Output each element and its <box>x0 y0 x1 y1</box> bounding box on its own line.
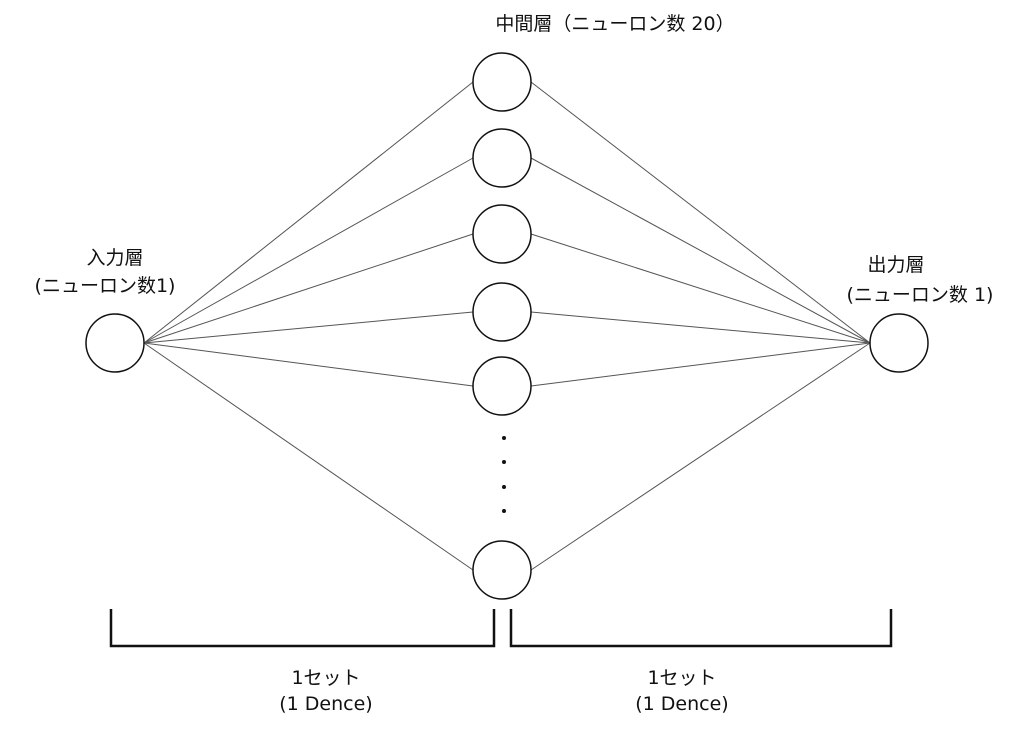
set-1-sublabel: (1 Dence) <box>279 693 373 715</box>
input-to-hidden-edge <box>143 311 474 344</box>
connections <box>143 81 871 571</box>
input-to-hidden-edge <box>143 342 474 387</box>
hidden-neuron <box>472 52 532 112</box>
set-2-sublabel: (1 Dence) <box>635 693 729 715</box>
hidden-to-output-edge <box>530 311 871 344</box>
ellipsis-dot <box>502 460 506 464</box>
hidden-neuron <box>472 204 532 264</box>
hidden-to-output-edge <box>530 342 871 387</box>
hidden-to-output-edge <box>530 342 871 571</box>
input-layer-neuron-count: (ニューロン数1) <box>34 275 176 297</box>
hidden-layer-ellipsis <box>502 436 506 513</box>
brackets <box>109 609 893 648</box>
set-1-bracket <box>109 609 496 648</box>
hidden-neuron <box>472 128 532 188</box>
set-2-bracket <box>509 609 893 648</box>
input-to-hidden-edge <box>143 81 474 344</box>
output-neuron <box>869 313 929 373</box>
input-neuron <box>85 313 145 373</box>
input-to-hidden-edge <box>143 157 474 344</box>
hidden-neuron <box>472 540 532 600</box>
hidden-layer-label: 中間層（ニューロン数 20） <box>495 13 735 35</box>
set-1-label: 1セット <box>291 667 361 689</box>
hidden-to-output-edge <box>530 81 871 344</box>
hidden-to-output-edge <box>530 233 871 344</box>
input-layer-title: 入力層 <box>86 247 144 269</box>
input-to-hidden-edge <box>143 342 474 571</box>
hidden-neuron <box>472 356 532 416</box>
hidden-to-output-edge <box>530 157 871 344</box>
output-layer-title: 出力層 <box>867 254 925 276</box>
ellipsis-dot <box>502 485 506 489</box>
set-2-label: 1セット <box>647 667 717 689</box>
ellipsis-dot <box>502 436 506 440</box>
input-to-hidden-edge <box>143 233 474 344</box>
ellipsis-dot <box>502 509 506 513</box>
hidden-neuron <box>472 282 532 342</box>
output-layer-neuron-count: (ニューロン数 1) <box>846 284 994 306</box>
nodes <box>85 52 929 600</box>
